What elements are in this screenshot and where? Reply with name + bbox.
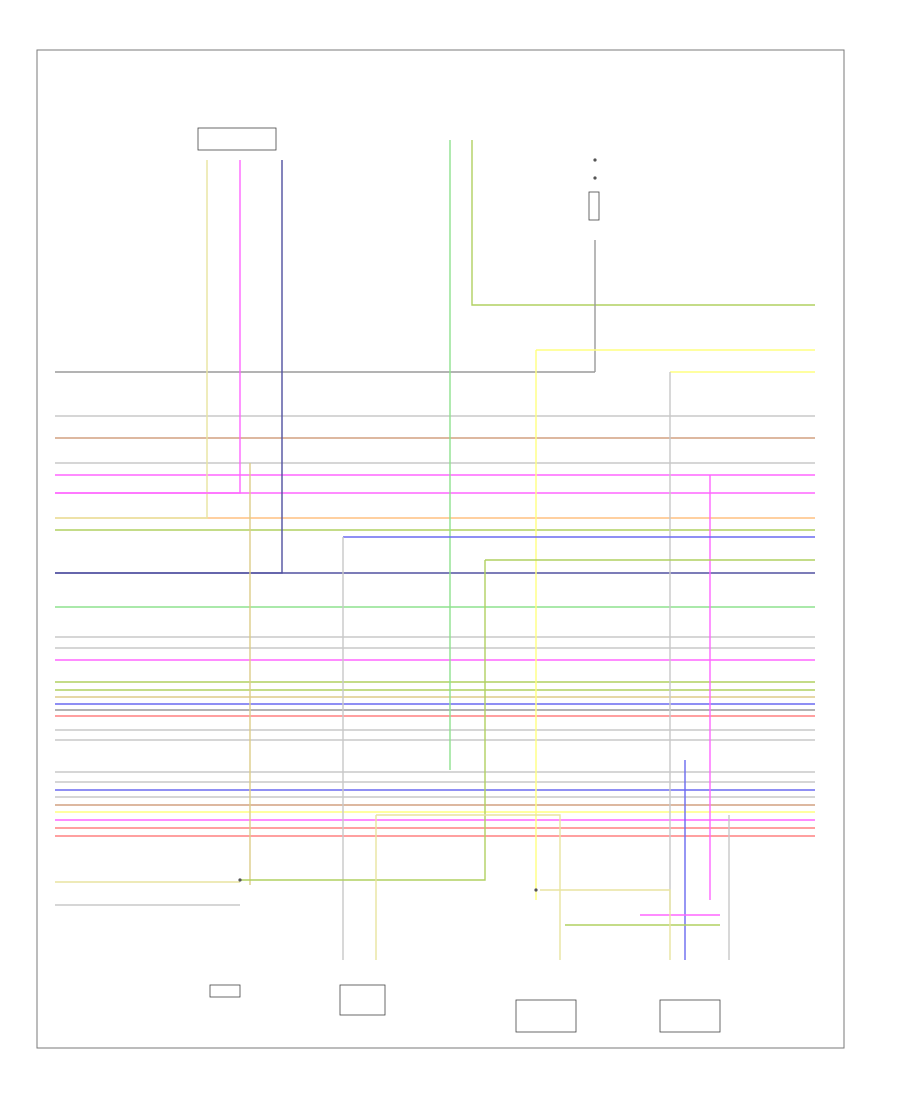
connector-feed-wire: [55, 160, 241, 494]
control-module: [659, 999, 721, 1033]
relay-symbol: [588, 191, 600, 221]
splice-point: [593, 176, 597, 180]
splice-point: [534, 888, 538, 892]
lower-connector: [339, 984, 386, 1016]
lower-connector: [209, 984, 241, 998]
splice-point: [238, 878, 242, 882]
diagram-border: [36, 49, 845, 1049]
module-branch-wire: [376, 814, 561, 960]
module-feed-wire: [471, 140, 815, 306]
component-layer: [197, 127, 721, 1033]
control-module: [515, 999, 577, 1033]
fuse-block-connector: [197, 127, 277, 151]
wire-layer: [55, 140, 815, 960]
splice-point: [593, 158, 597, 162]
connector-feed-wire: [55, 160, 283, 574]
module-branch-wire: [240, 560, 486, 881]
module-branch-wire: [540, 889, 671, 960]
connector-feed-wire: [55, 160, 208, 519]
